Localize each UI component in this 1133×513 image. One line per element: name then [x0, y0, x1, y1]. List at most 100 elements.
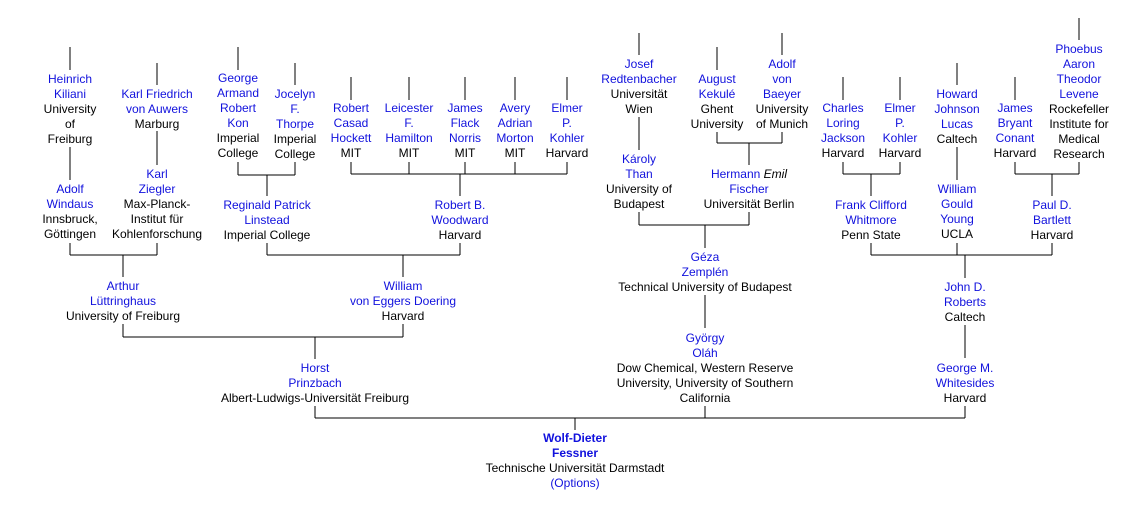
name-line[interactable]: James [447, 101, 483, 115]
advisor-name-auwers[interactable]: Karl Friedrich von Auwers [102, 87, 212, 117]
name-line[interactable]: Adolf [56, 182, 84, 196]
advisor-name-morton[interactable]: Avery Adrian Morton [490, 101, 540, 146]
name-line[interactable]: Fischer [729, 182, 769, 196]
name-line[interactable]: Roberts [943, 295, 987, 309]
name-line[interactable]: Linstead [244, 213, 290, 227]
name-line[interactable]: Jocelyn [274, 87, 316, 101]
name-line[interactable]: Howard [936, 87, 978, 101]
name-line[interactable]: Karl Friedrich [121, 87, 193, 101]
name-line[interactable]: Kiliani [53, 87, 86, 101]
name-line[interactable]: Hermann [710, 167, 761, 181]
advisor-name-jackson[interactable]: Charles Loring Jackson [813, 101, 873, 146]
name-line[interactable]: Robert B. [434, 198, 486, 212]
advisor-name-kohler-2[interactable]: Elmer P. Kohler [875, 101, 925, 146]
advisor-name-hamilton[interactable]: Leicester F. Hamilton [379, 101, 439, 146]
name-line[interactable]: Leicester [384, 101, 434, 115]
name-line[interactable]: Norris [449, 131, 481, 145]
advisor-name-hockett[interactable]: Robert Casad Hockett [321, 101, 381, 146]
name-line[interactable]: Kon [227, 116, 249, 130]
advisor-name-kiliani[interactable]: Heinrich Kiliani [20, 72, 120, 102]
name-line[interactable]: Prinzbach [288, 376, 342, 390]
advisor-name-woodward[interactable]: Robert B. Woodward [415, 198, 505, 228]
advisor-name-windaus[interactable]: Adolf Windaus [20, 182, 120, 212]
advisor-name-conant[interactable]: James Bryant Conant [985, 101, 1045, 146]
name-line[interactable]: John D. [944, 280, 986, 294]
name-line[interactable]: Zemplén [681, 265, 729, 279]
name-line[interactable]: Horst [300, 361, 330, 375]
name-line[interactable]: von Auwers [125, 102, 189, 116]
name-line[interactable]: Woodward [431, 213, 489, 227]
advisor-name-redtenbacher[interactable]: Josef Redtenbacher [589, 57, 689, 87]
advisor-name-kohler-1[interactable]: Elmer P. Kohler [542, 101, 592, 146]
name-line[interactable]: Adrian [497, 116, 533, 130]
name-line[interactable]: Károly [621, 152, 656, 166]
name-line[interactable]: George [217, 71, 259, 85]
name-line[interactable]: William [383, 279, 423, 293]
name-line[interactable]: F. [404, 116, 414, 130]
name-line[interactable]: Hockett [330, 131, 372, 145]
advisor-name-than[interactable]: Károly Than [594, 152, 684, 182]
name-line[interactable]: Elmer [884, 101, 916, 115]
name-line[interactable]: Oláh [692, 346, 718, 360]
advisor-name-prinzbach[interactable]: Horst Prinzbach [205, 361, 425, 391]
name-line[interactable]: Conant [995, 131, 1035, 145]
name-line[interactable]: Kohler [549, 131, 585, 145]
advisor-name-lucas[interactable]: Howard Johnson Lucas [922, 87, 992, 132]
advisor-name-linstead[interactable]: Reginald Patrick Linstead [212, 198, 322, 228]
name-line[interactable]: Robert [219, 101, 257, 115]
name-line[interactable]: Lucas [940, 117, 974, 131]
advisor-name-luttringhaus[interactable]: Arthur Lüttringhaus [53, 279, 193, 309]
advisor-name-olah[interactable]: György Oláh [595, 331, 815, 361]
name-line[interactable]: Elmer [551, 101, 583, 115]
name-line[interactable]: Theodor [1056, 72, 1102, 86]
name-line[interactable]: Whitesides [935, 376, 995, 390]
advisor-name-whitesides[interactable]: George M. Whitesides [920, 361, 1010, 391]
name-line[interactable]: Armand [216, 86, 260, 100]
name-line[interactable]: Than [625, 167, 653, 181]
advisor-name-roberts[interactable]: John D. Roberts [925, 280, 1005, 310]
name-line[interactable]: August [698, 72, 736, 86]
name-line[interactable]: Bartlett [1032, 213, 1071, 227]
name-line[interactable]: Heinrich [47, 72, 92, 86]
name-line[interactable]: Charles [822, 101, 864, 115]
advisor-name-young[interactable]: William Gould Young [922, 182, 992, 227]
name-line[interactable]: James [997, 101, 1033, 115]
name-line[interactable]: Kohler [882, 131, 918, 145]
name-line[interactable]: Redtenbacher [601, 72, 677, 86]
advisor-name-fischer[interactable]: Hermann Emil Fischer [694, 167, 804, 197]
name-line[interactable]: Jackson [820, 131, 866, 145]
name-line[interactable]: P. [895, 116, 905, 130]
name-line[interactable]: William [937, 182, 977, 196]
name-line[interactable]: Gould [940, 197, 974, 211]
name-line[interactable]: Bryant [997, 116, 1033, 130]
name-line[interactable]: George M. [936, 361, 994, 375]
name-line[interactable]: Géza [690, 250, 720, 264]
name-line[interactable]: Baeyer [762, 87, 802, 101]
name-line[interactable]: Casad [333, 116, 369, 130]
advisor-name-whitmore[interactable]: Frank Clifford Whitmore [821, 198, 921, 228]
advisor-name-zemplen[interactable]: Géza Zemplén [605, 250, 805, 280]
name-line[interactable]: von Eggers Doering [349, 294, 457, 308]
name-line[interactable]: Aaron [1062, 57, 1096, 71]
name-line[interactable]: Avery [499, 101, 531, 115]
advisor-name-bartlett[interactable]: Paul D. Bartlett [1012, 198, 1092, 228]
advisor-name-kekule[interactable]: August Kekulé [677, 72, 757, 102]
advisor-name-doering[interactable]: William von Eggers Doering [333, 279, 473, 309]
name-line[interactable]: Arthur [106, 279, 140, 293]
name-line[interactable]: von [772, 72, 792, 86]
name-line[interactable]: Levene [1059, 87, 1099, 101]
name-line[interactable]: Windaus [46, 197, 94, 211]
options-link[interactable]: (Options) [550, 476, 600, 490]
name-line[interactable]: Paul D. [1032, 198, 1072, 212]
name-line[interactable]: Robert [332, 101, 370, 115]
name-line[interactable]: Ziegler [138, 182, 176, 196]
name-line[interactable]: Kekulé [698, 87, 736, 101]
name-line[interactable]: Thorpe [275, 117, 315, 131]
advisor-name-levene[interactable]: Phoebus Aaron Theodor Levene [1039, 42, 1119, 102]
name-line[interactable]: Frank Clifford [835, 198, 907, 212]
advisor-name-thorpe[interactable]: Jocelyn F. Thorpe [260, 87, 330, 132]
advisor-name-baeyer[interactable]: Adolf von Baeyer [742, 57, 822, 102]
advisor-name-norris[interactable]: James Flack Norris [435, 101, 495, 146]
name-line[interactable]: Young [940, 212, 974, 226]
name-line[interactable]: Reginald Patrick [223, 198, 311, 212]
